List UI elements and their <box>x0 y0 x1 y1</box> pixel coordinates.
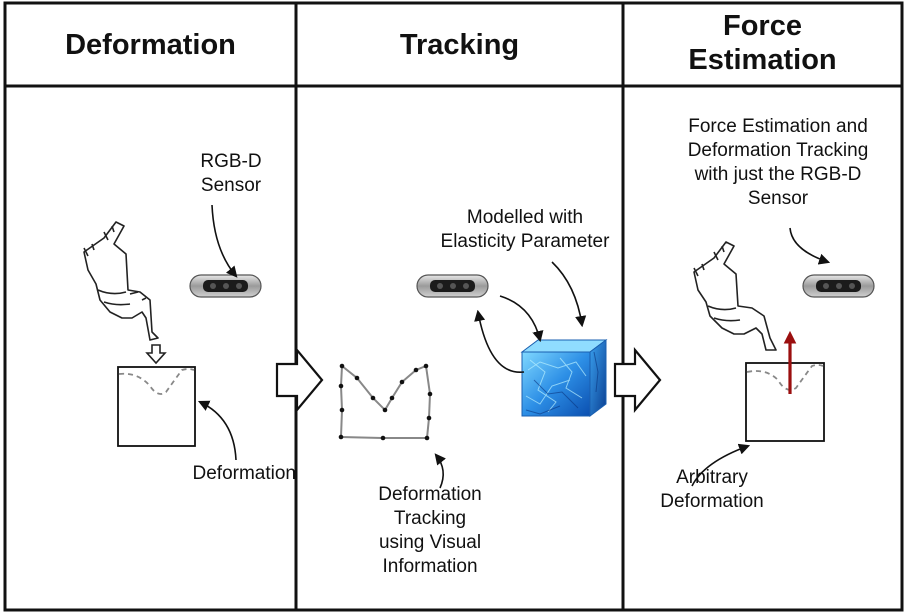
cube-to-camera-arrow <box>474 309 525 373</box>
label-line: Deformation Tracking <box>687 140 869 161</box>
label-line: Information <box>382 556 478 577</box>
label-line: RGB-D <box>200 151 262 172</box>
column-title-line: Estimation <box>688 44 837 76</box>
modelled-with-elasticity-label: Modelled with Elasticity Parameter <box>432 206 618 254</box>
deformable-object <box>117 366 196 447</box>
table-frame <box>3 1 904 612</box>
process-arrow-icon <box>613 346 662 414</box>
label-line: Force Estimation and <box>688 116 868 137</box>
label-line: Sensor <box>747 188 809 209</box>
deformable-object <box>745 362 825 442</box>
label-line: Sensor <box>200 175 262 196</box>
rgbd-sensor-label: RGB-D Sensor <box>176 150 286 198</box>
column-title-line: Force <box>723 10 802 42</box>
label-line: with just the RGB-D <box>694 164 862 185</box>
deformation-pointer-arrow <box>197 400 237 461</box>
down-arrow-icon <box>145 344 167 365</box>
model-pointer-arrow <box>551 261 587 328</box>
label-line: Arbitrary <box>676 467 748 488</box>
rgbd-camera-icon <box>416 274 489 298</box>
pointing-hand-icon <box>693 241 777 351</box>
rgbd-camera-icon <box>189 274 262 298</box>
sensor-pointer-arrow <box>789 227 831 265</box>
label-line: Modelled with <box>466 207 584 228</box>
force-estimation-note-label: Force Estimation and Deformation Trackin… <box>658 115 898 211</box>
rgbd-camera-icon <box>802 274 875 298</box>
column-title-deformation: Deformation <box>65 29 236 61</box>
column-title-force-estimation: Force Estimation <box>623 9 902 77</box>
label-line: using Visual <box>378 532 482 553</box>
camera-to-cube-arrow <box>499 295 544 343</box>
process-arrow-icon <box>275 346 324 414</box>
tracked-mesh <box>339 363 432 439</box>
tracking-pointer-arrow <box>434 453 446 489</box>
elastic-cube-icon <box>520 339 608 417</box>
arbitrary-deformation-label: Arbitrary Deformation <box>632 466 792 514</box>
label-line: Deformation <box>378 484 482 505</box>
sensor-pointer-arrow <box>211 204 238 278</box>
pointing-hand-icon <box>83 221 159 341</box>
label-line: Elasticity Parameter <box>440 231 610 252</box>
label-line: Tracking <box>393 508 467 529</box>
arbitrary-deformation-pointer-arrow <box>691 443 751 487</box>
deformation-tracking-label: Deformation Tracking using Visual Inform… <box>355 483 505 579</box>
deformation-label: Deformation <box>192 463 297 484</box>
mesh-tracking-points <box>338 363 433 441</box>
label-line: Deformation <box>660 491 764 512</box>
column-title-tracking: Tracking <box>399 29 520 61</box>
